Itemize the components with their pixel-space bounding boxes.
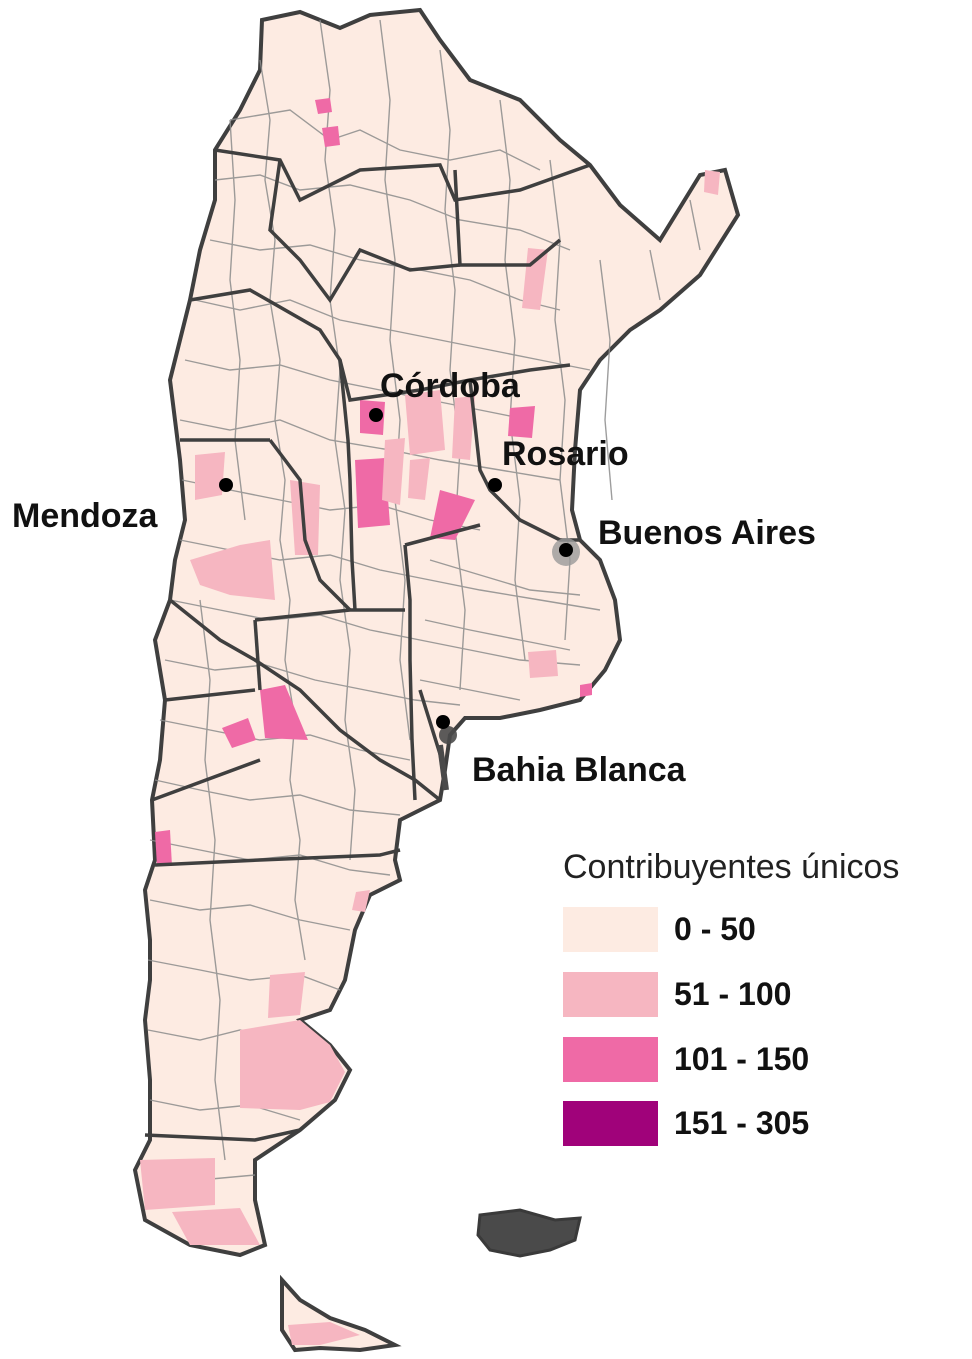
district-class3	[355, 458, 390, 528]
legend-item: 51 - 100	[563, 970, 791, 1018]
shaded-districts	[140, 98, 720, 1345]
city-dot-rosario	[488, 478, 502, 492]
city-label-rosario: Rosario	[502, 435, 629, 473]
city-dot-cordoba	[369, 408, 383, 422]
district-class3	[580, 683, 592, 697]
mainland	[132, 7, 741, 1258]
district-class2	[452, 396, 475, 460]
district-class2	[528, 650, 558, 678]
district-class2	[190, 540, 275, 600]
legend-title: Contribuyentes únicos	[563, 848, 900, 886]
province-borders	[144, 148, 591, 1142]
city-label-mendoza: Mendoza	[12, 497, 158, 535]
legend-item: 101 - 150	[563, 1035, 809, 1083]
legend-item: 0 - 50	[563, 905, 756, 953]
legend-label: 101 - 150	[674, 1040, 810, 1077]
city-label-bahia-blanca: Bahia Blanca	[472, 751, 686, 789]
district-class2	[405, 390, 445, 455]
coastline-detail	[437, 744, 449, 791]
district-class2	[382, 438, 405, 505]
legend-swatch	[563, 1100, 658, 1146]
district-class2	[172, 1208, 260, 1245]
city-markers	[219, 408, 573, 729]
district-class2	[290, 480, 320, 555]
city-dot-buenos-aires	[559, 543, 573, 557]
district-class2	[195, 452, 225, 500]
district-class2	[704, 170, 720, 195]
district-class3	[155, 830, 172, 866]
district-class3	[260, 685, 308, 740]
city-label-buenos-aires: Buenos Aires	[598, 514, 816, 552]
legend-label: 151 - 305	[674, 1104, 810, 1141]
district-class3	[430, 490, 475, 540]
district-class3	[315, 98, 332, 114]
city-label-cordoba: Córdoba	[380, 367, 520, 405]
district-class2	[288, 1322, 360, 1345]
bahia-blanca-cluster	[439, 726, 457, 744]
legend-swatch	[563, 1036, 658, 1082]
district-class2	[268, 972, 305, 1018]
city-dot-bahia-blanca	[436, 715, 450, 729]
district-class2	[408, 458, 430, 500]
legend-label: 0 - 50	[674, 910, 756, 947]
malvinas-islands	[476, 1208, 582, 1258]
district-class3	[322, 126, 340, 147]
metro-area-clusters	[437, 538, 580, 791]
legend-item: 151 - 305	[563, 1099, 809, 1147]
district-class3	[508, 406, 535, 438]
district-class2	[352, 890, 370, 912]
city-dot-mendoza	[219, 478, 233, 492]
district-class2	[240, 1020, 345, 1110]
district-class2	[140, 1158, 215, 1210]
legend-label: 51 - 100	[674, 975, 792, 1012]
district-class3	[222, 718, 256, 748]
legend-swatch	[563, 971, 658, 1017]
legend-swatch	[563, 906, 658, 952]
